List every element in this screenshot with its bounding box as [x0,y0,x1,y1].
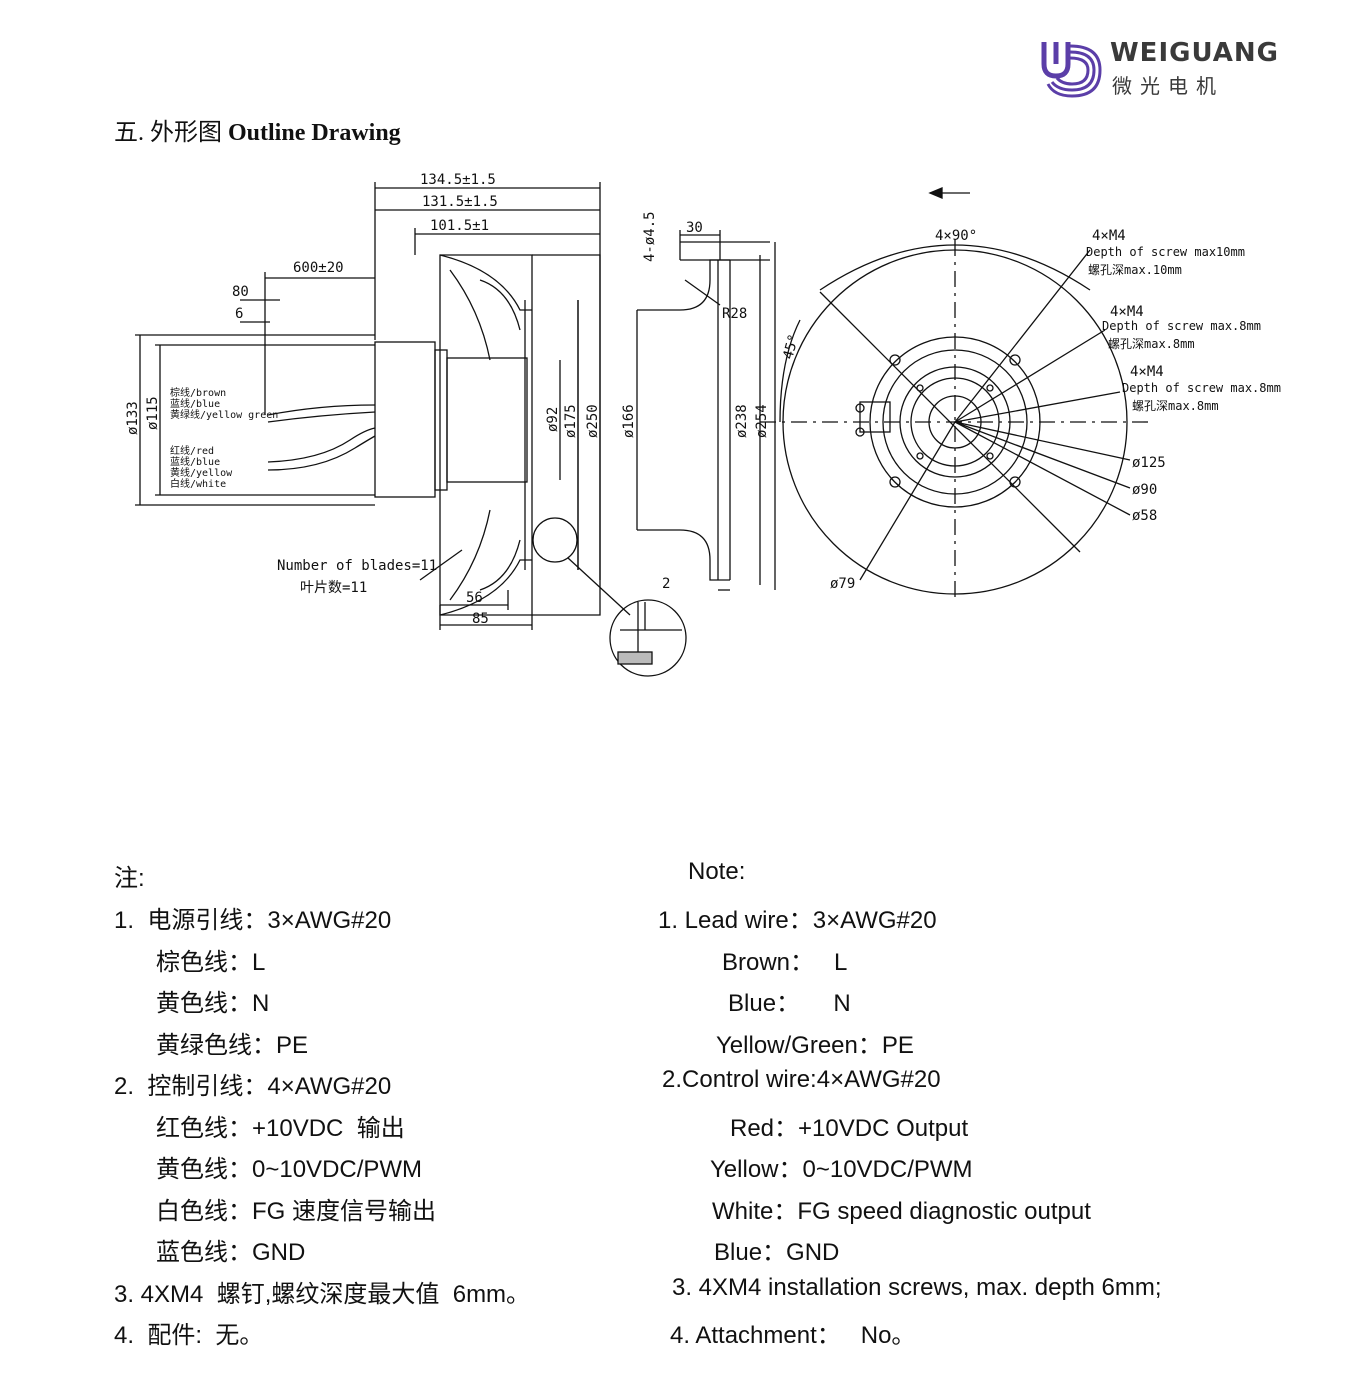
dia-92: ø92 [545,407,561,432]
notes-en-line: Red：+10VDC Output [730,1115,969,1142]
weiguang-logo-icon [1041,42,1102,98]
section-title-en: Outline Drawing [228,120,401,146]
notes-cn-line: 3. 4XM4 螺钉,螺纹深度最大值 6mm。 [114,1281,531,1308]
dim-131: 131.5±1.5 [422,194,498,210]
m4-1-label: 4×M4 [1092,228,1126,244]
dim-101: 101.5±1 [430,218,489,234]
dim-85: 85 [472,611,489,627]
notes-en-line: 1. Lead wire：3×AWG#20 [658,907,937,934]
logo-brand: WEIGUANG [1110,38,1279,68]
notes-en-line: Yellow：0~10VDC/PWM [710,1156,973,1183]
dim-134: 134.5±1.5 [420,172,496,188]
section-title-cn: 五. 外形图 [114,120,228,146]
notes-en-line: Yellow/Green：PE [716,1032,914,1059]
m4-2-depth: Depth of screw max.8mm [1102,319,1261,333]
blades-en: Number of blades=11 [277,558,437,574]
notes-cn-line: 黄色线：0~10VDC/PWM [156,1156,423,1183]
m4-1-cn: 螺孔深max.10mm [1088,263,1182,277]
dia-133: ø133 [125,401,141,435]
dia-115: ø115 [145,396,161,430]
notes-cn-line: 红色线：+10VDC 输出 [156,1115,405,1142]
dim-6: 6 [235,306,243,322]
r28: R28 [722,306,747,322]
m4-3-label: 4×M4 [1130,364,1164,380]
dia-166: ø166 [621,404,637,438]
dia-250: ø250 [585,404,601,438]
dia-238: ø238 [734,404,750,438]
m4-2-label: 4×M4 [1110,304,1144,320]
notes-en-line: 4. Attachment： No。 [670,1322,916,1349]
wire-yellow-green: 黄绿线/yellow green [170,408,278,421]
notes-cn-line: 1. 电源引线：3×AWG#20 [114,907,392,934]
m4-3-depth: Depth of screw max.8mm [1122,381,1281,395]
notes-cn-line: 2. 控制引线：4×AWG#20 [114,1073,392,1100]
detail-marker-circle [532,517,578,563]
blades-cn: 叶片数=11 [300,580,367,596]
notes-cn-line: 黄色线：N [156,990,270,1017]
motor-rotor [446,357,528,483]
logo-brand-cn: 微光电机 [1112,74,1224,98]
dim-56: 56 [466,590,483,606]
wire-red: 红线/red [170,444,214,457]
notes-en-line: Brown： L [722,949,848,976]
wire-blue-2: 蓝线/blue [170,455,220,468]
notes-cn-line: 白色线：FG 速度信号输出 [156,1198,436,1225]
m4-1-depth: Depth of screw max10mm [1086,245,1245,259]
notes-cn-line: 4. 配件: 无。 [114,1322,264,1349]
wire-white: 白线/white [170,477,226,490]
dim-30: 30 [686,220,703,236]
angle-4x90: 4×90° [935,228,977,244]
dim-4-45: 4-ø4.5 [642,211,658,262]
m4-3-cn: 螺孔深max.8mm [1132,399,1219,413]
dim-80: 80 [232,284,249,300]
m4-2-cn: 螺孔深max.8mm [1108,337,1195,351]
dia-79: ø79 [830,576,855,592]
wire-blue: 蓝线/blue [170,397,220,410]
notes-en-line: White：FG speed diagnostic output [712,1198,1091,1225]
dia-254: ø254 [754,404,770,438]
company-logo: WEIGUANG 微光电机 [1040,36,1278,100]
notes-en-line: Blue：GND [714,1239,840,1266]
notes-cn-line: 蓝色线：GND [156,1239,306,1266]
dim-2: 2 [662,576,670,592]
dia-58: ø58 [1132,508,1157,524]
wire-brown: 棕线/brown [170,386,226,399]
dim-600: 600±20 [293,260,344,276]
notes-en-line: Blue： N [728,990,851,1017]
notes-cn-line: 黄绿色线：PE [156,1032,309,1059]
impeller-side [439,254,533,616]
motor-body [374,341,436,498]
notes-cn-heading: 注: [114,865,145,892]
dia-90: ø90 [1132,482,1157,498]
notes-en-line: 2.Control wire:4×AWG#20 [662,1066,941,1093]
dia-125: ø125 [1132,455,1166,471]
notes-en-heading: Note: [688,858,746,885]
outline-drawing: 134.5±1.5 131.5±1.5 101.5±1 600±20 80 6 … [125,172,1281,677]
notes-cn-line: 棕色线：L [156,949,266,976]
section-title: 五. 外形图 Outline Drawing [114,112,401,147]
angle-45: 45° [780,332,802,361]
notes-en-line: 3. 4XM4 installation screws, max. depth … [672,1274,1162,1301]
wire-yellow: 黄线/yellow [170,466,233,479]
detail-view-circle [609,599,687,677]
dia-175: ø175 [563,404,579,438]
